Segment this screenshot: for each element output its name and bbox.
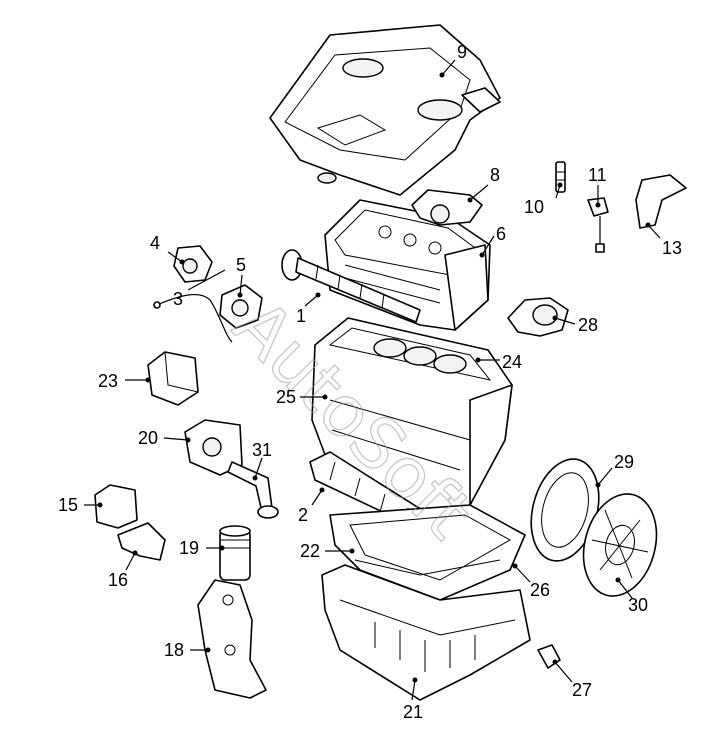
part-ignition-coil — [635, 174, 687, 229]
callout-6: 6 — [496, 224, 506, 244]
part-accessory-bracket — [197, 579, 267, 699]
part-bracket-16 — [117, 522, 166, 561]
callout-28: 28 — [578, 315, 598, 335]
part-oil-pump — [184, 419, 243, 476]
part-cylinder-head — [324, 199, 491, 331]
callout-22: 22 — [300, 541, 320, 561]
callout-21: 21 — [403, 702, 423, 722]
callout-8: 8 — [490, 165, 500, 185]
part-vacuum-pump — [507, 297, 569, 337]
part-wiring-harness — [153, 293, 233, 343]
part-camshaft — [281, 249, 421, 323]
part-gasket — [354, 559, 501, 576]
callout-31: 31 — [252, 440, 272, 460]
callout-25: 25 — [276, 387, 296, 407]
callout-30: 30 — [628, 595, 648, 615]
callout-10: 10 — [524, 197, 544, 217]
part-engine-mount-23 — [147, 351, 199, 406]
part-sensor-4 — [173, 245, 213, 283]
callout-19: 19 — [179, 538, 199, 558]
callout-labels: 9 8 6 10 11 13 4 5 3 1 28 24 25 23 20 31… — [58, 42, 682, 722]
callout-18: 18 — [164, 640, 184, 660]
part-valve-unit — [219, 284, 263, 329]
callout-9: 9 — [457, 42, 467, 62]
callout-23: 23 — [98, 371, 118, 391]
callout-5: 5 — [236, 255, 246, 275]
part-mount-15 — [94, 484, 138, 529]
part-clutch-pressure-plate — [582, 493, 658, 597]
part-oil-pan — [321, 564, 531, 701]
callout-29: 29 — [614, 452, 634, 472]
callout-26: 26 — [530, 580, 550, 600]
callout-27: 27 — [572, 680, 592, 700]
callout-4: 4 — [150, 233, 160, 253]
part-cylinder-block — [311, 317, 513, 513]
part-oil-filter — [219, 525, 251, 581]
callout-20: 20 — [138, 428, 158, 448]
part-spark-plug — [555, 161, 566, 193]
callout-2: 2 — [298, 505, 308, 525]
callout-24: 24 — [502, 352, 522, 372]
part-ladder-frame — [329, 504, 526, 601]
callout-16: 16 — [108, 570, 128, 590]
callout-1: 1 — [296, 306, 306, 326]
leader-lines — [84, 59, 661, 701]
part-engine-cover — [269, 24, 501, 196]
part-oil-pickup-pipe — [227, 461, 279, 519]
callout-13: 13 — [662, 238, 682, 258]
callout-11: 11 — [588, 165, 607, 185]
callout-15: 15 — [58, 495, 78, 515]
part-thermostat-housing — [411, 189, 483, 226]
callout-3: 3 — [173, 289, 183, 309]
